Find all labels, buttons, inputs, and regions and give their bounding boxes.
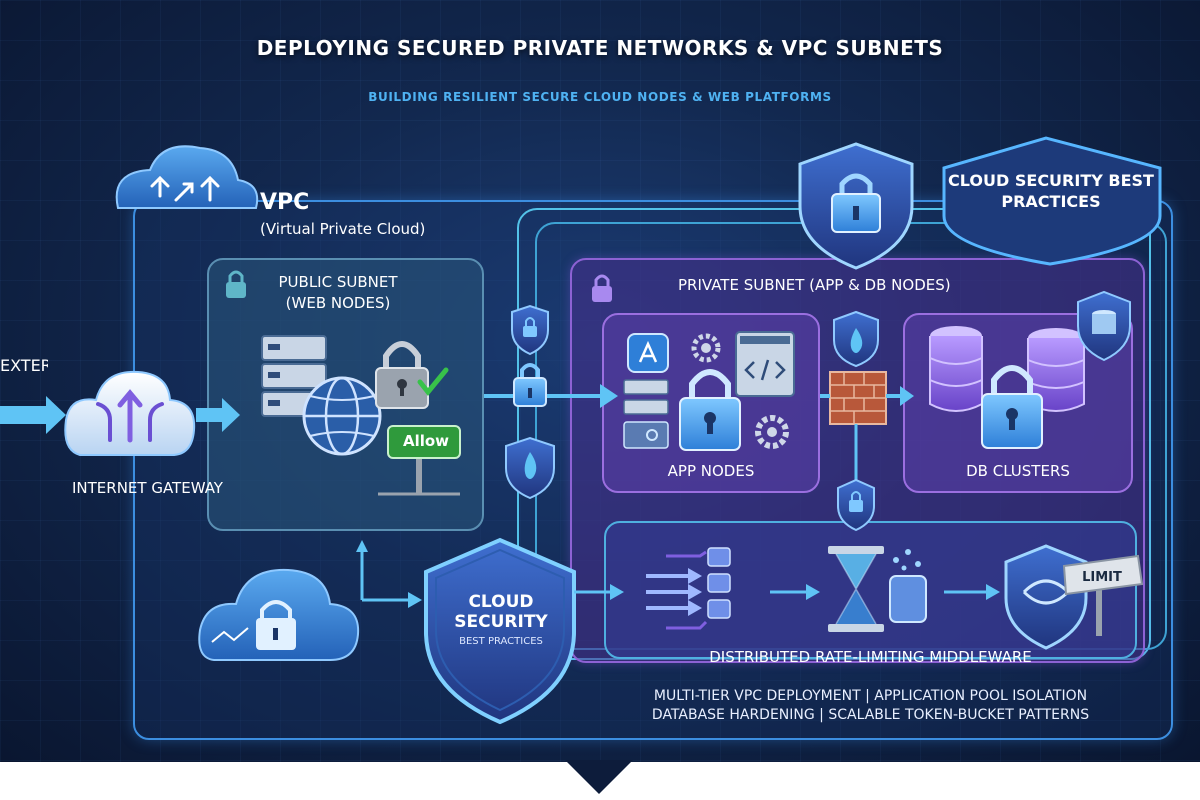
shield-icon xyxy=(833,310,879,368)
vpc-title: VPC xyxy=(260,190,310,215)
diagram-graphics xyxy=(0,136,1162,725)
gear-icon xyxy=(691,333,721,363)
sign-post-icon xyxy=(1062,554,1144,636)
hourglass-icon xyxy=(828,546,884,632)
public-subnet-title: PUBLIC SUBNET (WEB NODES) xyxy=(278,273,398,312)
shield-icon xyxy=(1077,290,1131,362)
shield-icon xyxy=(798,142,914,270)
shield-icon xyxy=(1004,544,1088,650)
db-clusters-label: DB CLUSTERS xyxy=(966,462,1070,480)
private-subnet-title: PRIVATE SUBNET (APP & DB NODES) xyxy=(678,276,951,294)
firewall-to-db-arrow xyxy=(886,386,914,406)
server-icon xyxy=(623,379,669,449)
padlock-icon xyxy=(513,363,547,407)
vpc-subtitle: (Virtual Private Cloud) xyxy=(260,220,426,238)
bottom-pointer xyxy=(565,760,633,794)
gateway-to-public-arrow xyxy=(196,398,240,432)
padlock-icon xyxy=(679,369,741,451)
security-shield-title: CLOUD SECURITY xyxy=(454,592,548,632)
shield-icon xyxy=(424,537,576,725)
public-to-private-arrow xyxy=(484,384,618,408)
footer-line-1: MULTI-TIER VPC DEPLOYMENT | APPLICATION … xyxy=(653,688,1088,704)
rate-limiting-label: DISTRIBUTED RATE-LIMITING MIDDLEWARE xyxy=(709,648,1032,666)
diagram-subtitle: BUILDING RESILIENT SECURE CLOUD NODES & … xyxy=(368,90,832,104)
app-nodes-label: APP NODES xyxy=(667,462,755,480)
cloud-gateway-icon xyxy=(64,370,196,457)
shield-icon xyxy=(511,304,549,356)
padlock-icon xyxy=(592,274,612,302)
public-to-security-arrow xyxy=(356,540,422,608)
firewall-icon xyxy=(829,371,887,425)
globe-icon xyxy=(302,376,382,456)
traffic-split-icon xyxy=(646,547,731,630)
sign-post-icon xyxy=(378,425,461,496)
cloud-vpn-icon xyxy=(198,568,360,661)
security-badge-top-label: CLOUD SECURITY BEST PRACTICES xyxy=(948,171,1154,211)
app-store-icon xyxy=(627,333,669,373)
database-icon xyxy=(929,326,983,412)
shield-icon xyxy=(837,478,875,532)
flow-arrow xyxy=(770,584,820,600)
security-to-middleware-arrow xyxy=(574,584,624,600)
security-shield-subtitle: BEST PRACTICES xyxy=(459,636,543,647)
allow-sign-label: Allow xyxy=(402,432,450,450)
gear-icon xyxy=(755,415,789,449)
flow-arrow xyxy=(944,584,1000,600)
internet-gateway-label: INTERNET GATEWAY xyxy=(72,479,223,497)
code-icon xyxy=(735,331,795,397)
cloud-router-icon xyxy=(115,145,259,209)
diagram-title: DEPLOYING SECURED PRIVATE NETWORKS & VPC… xyxy=(256,36,944,60)
token-bucket-icon xyxy=(889,549,927,623)
limit-sign-label: LIMIT xyxy=(1082,570,1122,585)
diagram-canvas: DEPLOYING SECURED PRIVATE NETWORKS & VPC… xyxy=(0,0,1200,762)
external-traffic-label: EXTERNAL TRAFFIC xyxy=(0,356,48,375)
padlock-icon xyxy=(981,365,1043,449)
footer-line-2: DATABASE HARDENING | SCALABLE TOKEN-BUCK… xyxy=(651,707,1090,723)
shield-icon xyxy=(505,436,555,500)
external-traffic-arrow xyxy=(0,396,66,434)
padlock-icon xyxy=(226,270,246,298)
shield-icon xyxy=(942,136,1162,266)
padlock-icon xyxy=(375,341,449,409)
